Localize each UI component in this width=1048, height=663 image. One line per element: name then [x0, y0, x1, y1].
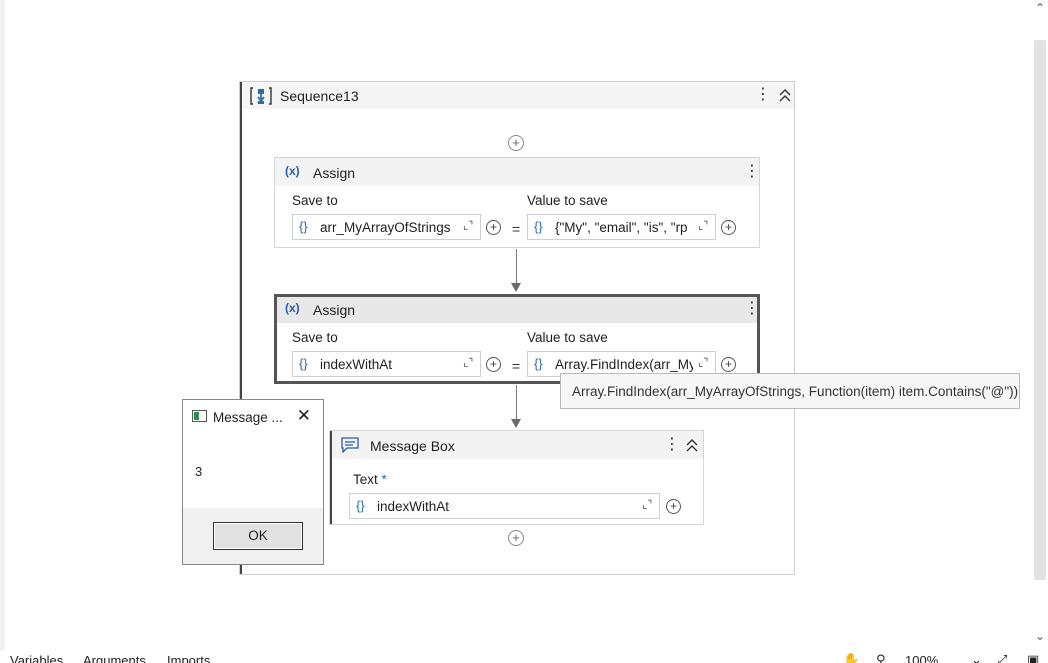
value-to-save-label: Value to save: [527, 193, 608, 208]
sequence-icon: [250, 87, 272, 105]
dialog-footer: OK: [183, 508, 323, 564]
add-field-icon[interactable]: +: [666, 499, 681, 514]
message-box-menu-icon[interactable]: ⋮: [664, 436, 680, 453]
insert-activity-icon[interactable]: +: [508, 530, 524, 546]
sequence-title: Sequence13: [280, 88, 359, 104]
zoom-dropdown-icon[interactable]: ⌄: [971, 652, 982, 663]
variable-icon: (x): [285, 301, 300, 315]
assign-header[interactable]: (x) Assign ⋮: [277, 297, 760, 323]
expression-icon: {}: [299, 356, 308, 371]
expand-editor-icon[interactable]: ⌞⌝: [642, 499, 653, 511]
zoom-icon[interactable]: ⚲: [876, 652, 886, 663]
left-edge-strip: [0, 0, 5, 663]
save-to-label: Save to: [292, 330, 338, 345]
assign-title: Assign: [313, 302, 356, 318]
sequence-header[interactable]: Sequence13 ⋮: [242, 82, 794, 109]
zoom-level[interactable]: 100%: [905, 653, 939, 663]
value-to-save-value: Array.FindIndex(arr_My: [555, 357, 693, 372]
tab-imports[interactable]: Imports: [167, 653, 211, 663]
dialog-app-icon: [192, 410, 207, 422]
fit-to-screen-icon[interactable]: ⤢: [997, 652, 1008, 663]
expand-editor-icon[interactable]: ⌞⌝: [463, 220, 474, 232]
value-to-save-label: Value to save: [527, 330, 608, 345]
add-field-icon[interactable]: +: [721, 220, 736, 235]
close-icon[interactable]: ✕: [296, 406, 311, 425]
sequence-left-border: [240, 82, 242, 574]
equals-sign: =: [512, 358, 521, 374]
connector-arrow: [511, 419, 521, 428]
sequence-menu-icon[interactable]: ⋮: [755, 86, 771, 103]
scroll-down-icon[interactable]: ⌄: [1034, 629, 1046, 643]
text-field-value: indexWithAt: [377, 499, 450, 514]
vertical-scrollbar[interactable]: ⌃ ⌄: [1032, 0, 1048, 651]
message-box-activity[interactable]: Message Box ⋮ Text * {} indexWithAt ⌞⌝ +: [329, 430, 704, 525]
expression-icon: {}: [534, 356, 543, 371]
message-dialog[interactable]: Message ... ✕ 3 OK: [182, 399, 324, 565]
message-box-header[interactable]: Message Box ⋮: [332, 431, 703, 459]
assign-menu-icon[interactable]: ⋮: [744, 300, 760, 317]
activity-left-border: [330, 431, 332, 524]
expression-tooltip: Array.FindIndex(arr_MyArrayOfStrings, Fu…: [560, 373, 1020, 409]
connector-line: [516, 249, 517, 285]
expression-icon: {}: [534, 219, 543, 234]
assign-header[interactable]: (x) Assign ⋮: [275, 158, 760, 186]
connector-line: [516, 385, 517, 421]
insert-activity-icon[interactable]: +: [508, 135, 524, 151]
tab-variables[interactable]: Variables: [10, 653, 64, 663]
expand-editor-icon[interactable]: ⌞⌝: [463, 357, 474, 369]
add-field-icon[interactable]: +: [721, 357, 736, 372]
value-to-save-value: {"My", "email", "is", "rp: [555, 220, 688, 235]
expression-icon: {}: [356, 498, 365, 513]
scroll-thumb[interactable]: [1034, 40, 1046, 580]
pan-hand-icon[interactable]: ✋: [843, 652, 860, 663]
collapse-icon[interactable]: [779, 89, 791, 102]
collapse-icon[interactable]: [686, 439, 698, 452]
dialog-title: Message ...: [213, 410, 283, 425]
add-field-icon[interactable]: +: [486, 220, 501, 235]
add-field-icon[interactable]: +: [486, 357, 501, 372]
tab-arguments[interactable]: Arguments: [83, 653, 146, 663]
variable-icon: (x): [285, 164, 300, 178]
expand-editor-icon[interactable]: ⌞⌝: [698, 220, 709, 232]
value-to-save-field[interactable]: {} {"My", "email", "is", "rp ⌞⌝: [527, 214, 716, 240]
save-to-field[interactable]: {} indexWithAt ⌞⌝: [292, 351, 481, 377]
overview-icon[interactable]: ▣: [1027, 652, 1040, 663]
message-box-title: Message Box: [370, 438, 455, 454]
assign-title: Assign: [313, 165, 356, 181]
text-label: Text *: [353, 472, 387, 487]
assign-menu-icon[interactable]: ⋮: [744, 163, 760, 180]
message-icon: [341, 437, 359, 453]
dialog-message: 3: [195, 464, 203, 479]
connector-arrow: [511, 283, 521, 292]
ok-button[interactable]: OK: [213, 522, 303, 550]
scroll-up-icon[interactable]: ⌃: [1034, 1, 1046, 15]
text-field[interactable]: {} indexWithAt ⌞⌝: [349, 493, 660, 519]
save-to-field[interactable]: {} arr_MyArrayOfStrings ⌞⌝: [292, 214, 481, 240]
assign-activity-2[interactable]: (x) Assign ⋮: [274, 294, 760, 384]
save-to-value: indexWithAt: [320, 357, 393, 372]
equals-sign: =: [512, 221, 521, 237]
expand-editor-icon[interactable]: ⌞⌝: [698, 357, 709, 369]
designer-status-bar: Variables Arguments Imports ✋ ⚲ 100% ⌄ ⤢…: [0, 651, 1048, 663]
expression-icon: {}: [299, 219, 308, 234]
save-to-value: arr_MyArrayOfStrings: [320, 220, 451, 235]
save-to-label: Save to: [292, 193, 338, 208]
